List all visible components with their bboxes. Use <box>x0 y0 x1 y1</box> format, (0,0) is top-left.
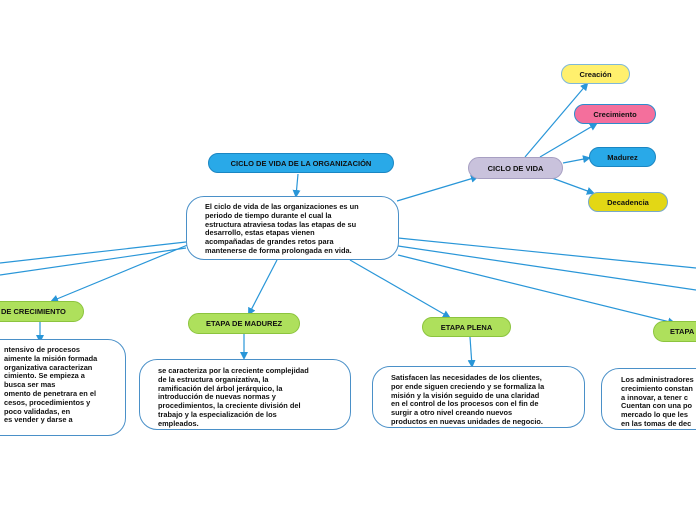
etapa-crecimiento-text: ntensivo de procesos aimente la misión f… <box>0 339 126 436</box>
etapa-plena-node[interactable]: ETAPA PLENA <box>422 317 511 337</box>
ciclo-de-vida-node[interactable]: CICLO DE VIDA <box>468 157 563 179</box>
link-central-right-1 <box>397 237 696 269</box>
stage-madurez-node[interactable]: Madurez <box>589 147 656 167</box>
link-central-right-2 <box>397 245 696 291</box>
link-central-madurez <box>248 259 278 316</box>
link-central-left-1 <box>0 241 187 264</box>
link-central-plena <box>349 259 451 318</box>
etapa-plena-text: Satisfacen las necesidades de los client… <box>372 366 585 428</box>
central-node[interactable]: El ciclo de vida de las organizaciones e… <box>186 196 399 260</box>
etapa-quinta-node[interactable]: ETAPA <box>653 321 696 342</box>
stage-creacion-node[interactable]: Creación <box>561 64 630 84</box>
link-plena-text <box>467 336 476 368</box>
stage-crecimiento-node[interactable]: Crecimiento <box>574 104 656 124</box>
link-central-quinta <box>397 254 676 326</box>
link-central-crecimiento <box>50 243 191 303</box>
link-central-left-2 <box>0 247 187 276</box>
link-ciclo-decadencia <box>551 177 595 195</box>
link-title-central <box>292 173 301 198</box>
stage-decadencia-node[interactable]: Decadencia <box>588 192 668 212</box>
link-ciclo-madurez <box>562 155 591 164</box>
etapa-crecimiento-node[interactable]: DE CRECIMIENTO <box>0 301 84 322</box>
link-ciclo-creacion <box>524 82 589 158</box>
etapa-madurez-node[interactable]: ETAPA DE MADUREZ <box>188 313 300 334</box>
title-node[interactable]: CICLO DE VIDA DE LA ORGANIZACIÓN <box>208 153 394 173</box>
etapa-madurez-text: se caracteriza por la creciente compleji… <box>139 359 351 430</box>
link-ciclo-crecimiento <box>539 122 598 158</box>
etapa-quinta-text: Los administradores crecimiento constan … <box>601 368 696 430</box>
link-central-ciclo <box>396 174 479 202</box>
